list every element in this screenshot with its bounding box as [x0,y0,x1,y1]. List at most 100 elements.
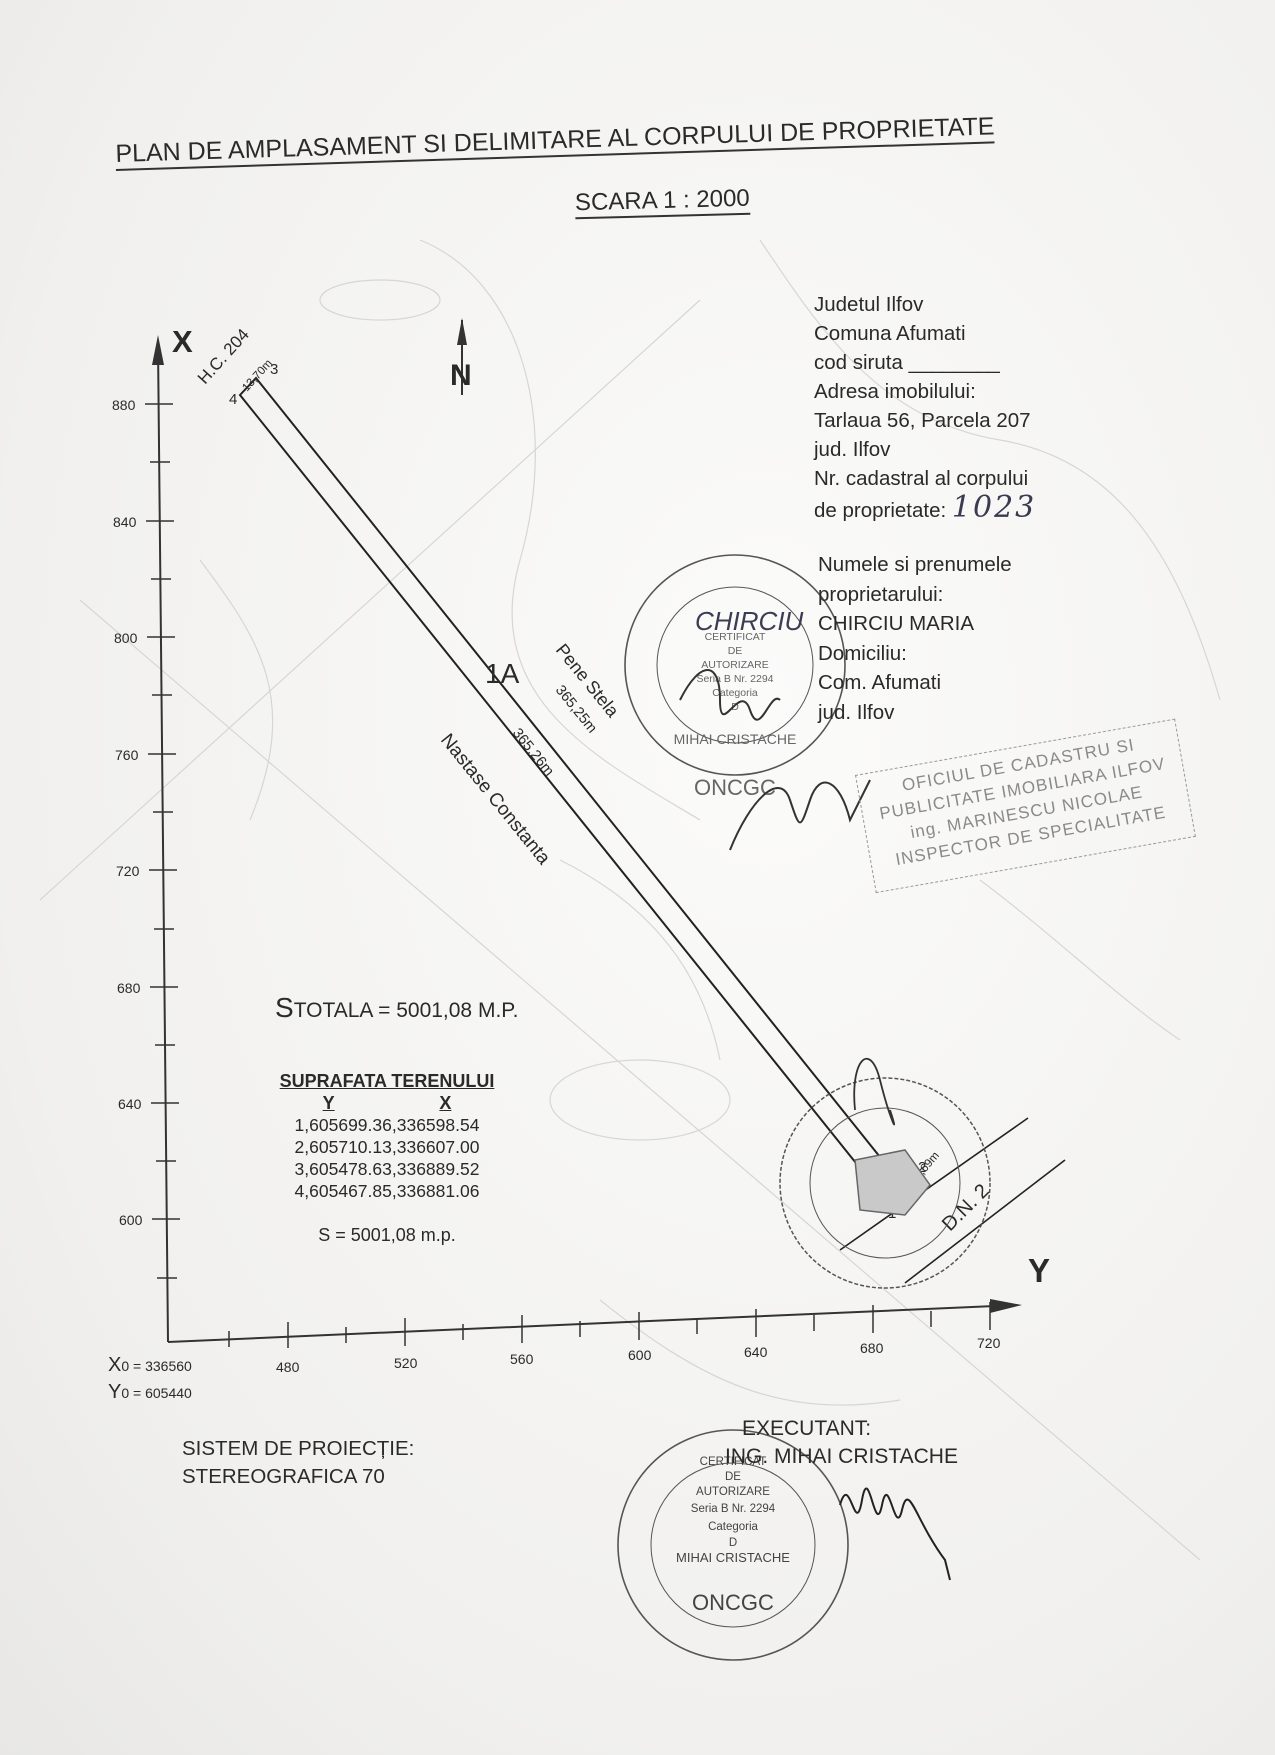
column-x: X [439,1093,452,1113]
executant-label: EXECUTANT: [742,1417,872,1440]
north-arrow-icon [457,318,467,395]
point-2-label: 2 [918,1159,926,1176]
x-axis-arrow-icon [152,335,164,365]
table-title: SUPRAFATA TERENULUI [279,1071,495,1091]
svg-text:MIHAI CRISTACHE: MIHAI CRISTACHE [674,731,797,747]
svg-text:680: 680 [117,980,141,996]
svg-text:Seria B Nr. 2294: Seria B Nr. 2294 [691,1503,776,1515]
comuna: Comuna Afumati [814,322,966,345]
svg-text:680: 680 [860,1340,884,1356]
adresa-jud: jud. Ilfov [814,438,891,461]
land-coordinates-table: SUPRAFATA TERENULUI Y X 1,605699.36,3365… [262,1070,512,1246]
svg-text:560: 560 [510,1351,534,1367]
svg-text:880: 880 [112,397,136,413]
table-row: 2,605710.13,336607.00 [294,1137,480,1157]
parcel-label: 1A [485,658,520,689]
svg-text:DE: DE [725,1471,741,1483]
cod-siruta: cod siruta ________ [814,351,1000,374]
area-total: S = 5001,08 m.p. [318,1225,456,1245]
svg-text:AUTORIZARE: AUTORIZARE [701,659,768,671]
adresa-label: Adresa imobilului: [814,380,976,403]
nr-cadastral-value: 1023 [951,490,1037,525]
point-4-label: 4 [229,391,237,408]
nr-cadastral-label-2: de proprietate: [814,499,947,522]
point-3-label: 3 [270,361,278,378]
domiciliu-value: Com. Afumati [818,671,942,694]
projection-label: SISTEM DE PROIECȚIE: [182,1437,415,1460]
svg-text:D: D [731,701,739,713]
nr-cadastral-label-1: Nr. cadastral al corpului [814,467,1029,490]
svg-text:760: 760 [115,747,139,763]
handwritten-owner-name: CHIRCIU [695,606,804,636]
y-axis-label: Y [1028,1252,1050,1289]
owner-name-value: CHIRCIU MARIA [818,612,975,635]
neighbor-east-label: Pene Stela [552,640,624,722]
owner-info-block: Numele si prenumele proprietarului: CHIR… [818,550,1012,727]
x-axis [157,344,169,1343]
domiciliu-label: Domiciliu: [818,641,907,665]
executant-name: ING. MIHAI CRISTACHE [725,1445,958,1468]
svg-text:CERTIFICAT: CERTIFICAT [705,631,766,643]
property-info-block: Judetul Ilfov Comuna Afumati cod siruta … [814,290,1036,525]
judet: Judetul Ilfov [814,293,924,316]
north-label: N [450,359,472,392]
round-stamp-certificate-top [624,554,846,776]
svg-text:D: D [729,1537,737,1549]
signature-ocpi [729,779,871,851]
table-row: 1,605699.36,336598.54 [294,1115,480,1135]
background-cadastral-map [39,239,1221,1561]
road-dn2-lines [839,1117,1066,1284]
svg-text:ONCGC: ONCGC [692,1590,774,1615]
x-axis-ticks [145,403,180,1279]
table-columns: Y X [262,1092,512,1114]
round-stamp-top-text: CERTIFICAT DE AUTORIZARE Seria B Nr. 229… [674,631,797,800]
svg-text:CERTIFICAT: CERTIFICAT [700,1456,767,1468]
y-axis-ticks [228,1302,991,1348]
y0: Y0 = 605440 [108,1381,192,1403]
y-axis-arrow-icon [990,1299,1022,1313]
svg-text:AUTORIZARE: AUTORIZARE [696,1486,770,1498]
nr-cadastral-row: de proprietate: 1023 [814,493,1036,525]
projection-system: SISTEM DE PROIECȚIE: STEREOGRAFICA 70 [182,1435,414,1491]
svg-text:600: 600 [628,1347,652,1363]
executant-block: EXECUTANT: ING. MIHAI CRISTACHE [725,1415,958,1471]
y-axis [167,1305,996,1343]
signature-agency [853,1057,896,1126]
signature-executant [839,1487,951,1581]
svg-text:DE: DE [728,645,743,657]
owner-name-label-1: Numele si prenumele [818,553,1012,576]
owner-name-label-2: proprietarului: [818,582,944,606]
svg-text:Categoria: Categoria [708,1521,758,1533]
x-tick-labels: 880 840 800 760 720 680 640 600 [112,397,143,1228]
neighbor-south-label: D.N. 2 [938,1180,994,1236]
svg-text:600: 600 [119,1212,143,1228]
y-tick-labels: 480 520 560 600 640 680 720 [276,1335,1001,1375]
svg-text:800: 800 [114,630,138,646]
agency-round-stamp [779,1077,991,1289]
x0: X0 = 336560 [108,1354,192,1376]
x-axis-label: X [172,324,193,359]
round-stamp-bottom-text: CERTIFICAT DE AUTORIZARE Seria B Nr. 229… [676,1456,790,1615]
svg-text:520: 520 [394,1355,418,1371]
signature-stamp-top [679,669,781,721]
projection-value: STEREOGRAFICA 70 [182,1465,385,1488]
column-y: Y [322,1093,335,1113]
svg-text:720: 720 [116,863,140,879]
origin-coordinates: X0 = 336560 Y0 = 605440 [108,1352,192,1406]
side-length-4-1: 365,26m [509,725,557,779]
neighbor-north-label: H.C. 204 [194,325,253,388]
adresa-value: Tarlaua 56, Parcela 207 [814,409,1031,432]
svg-text:840: 840 [113,514,137,530]
table-row: 3,605478.63,336889.52 [294,1159,480,1179]
round-stamp-certificate-bottom [617,1429,849,1661]
svg-text:480: 480 [276,1359,300,1375]
svg-text:Categoria: Categoria [712,687,758,699]
svg-text:Seria B Nr. 2294: Seria B Nr. 2294 [696,673,773,685]
svg-text:640: 640 [744,1344,768,1360]
table-row: 4,605467.85,336881.06 [294,1181,480,1201]
total-area-label: STOTALA = 5001,08 M.P. [275,992,519,1023]
svg-text:720: 720 [977,1335,1001,1351]
svg-text:MIHAI CRISTACHE: MIHAI CRISTACHE [676,1550,790,1565]
